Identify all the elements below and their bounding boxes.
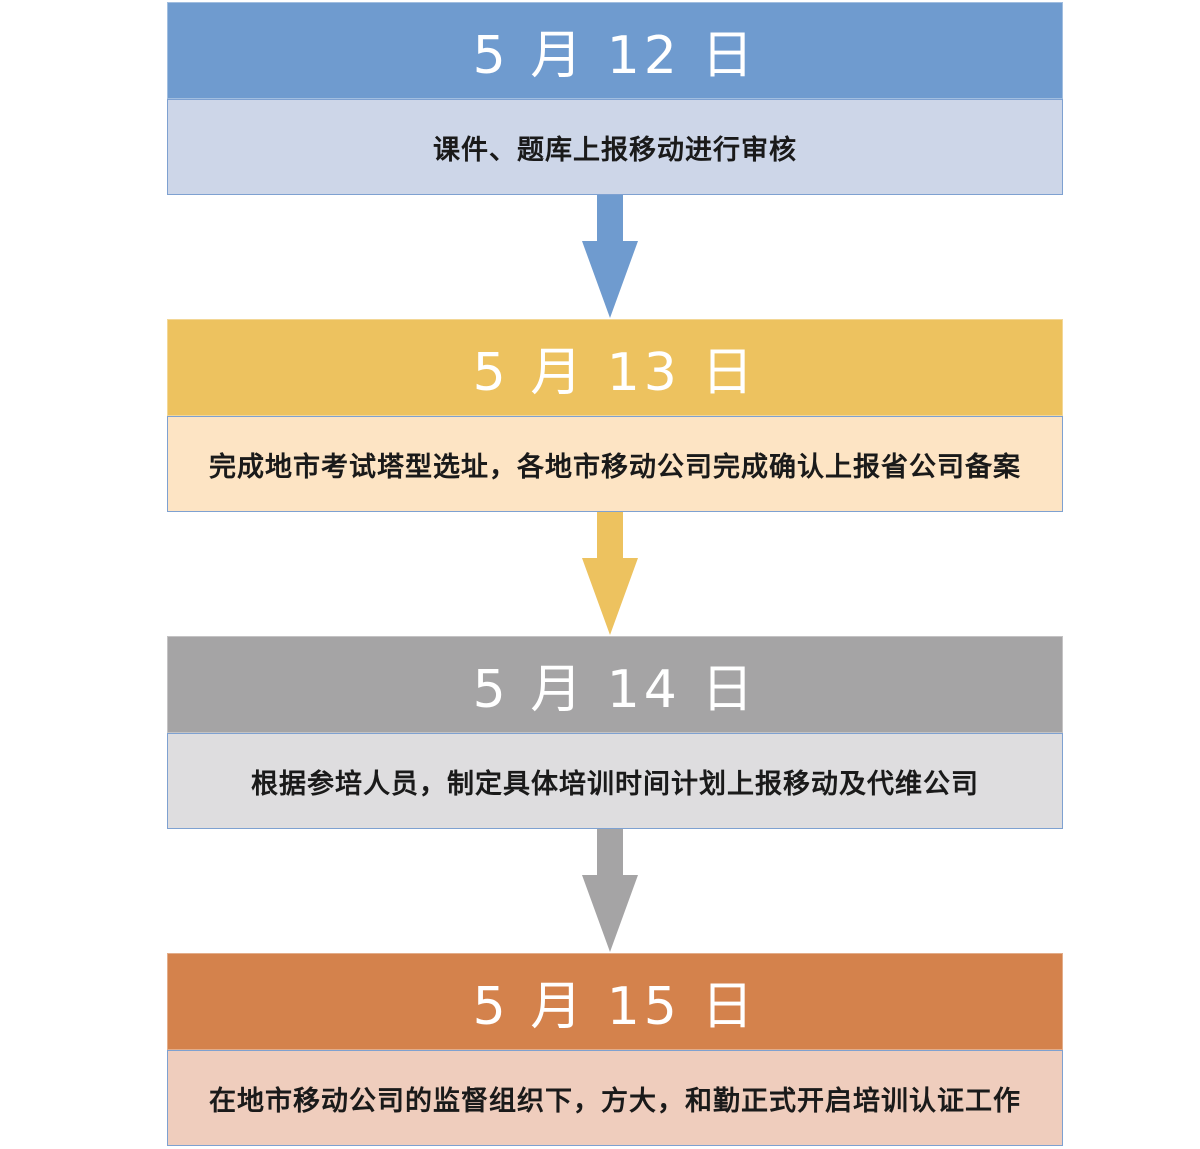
- step-description-box: 完成地市考试塔型选址，各地市移动公司完成确认上报省公司备案: [167, 416, 1063, 512]
- down-arrow-icon: [581, 512, 639, 636]
- step-date-header: 5 月 12 日: [167, 2, 1063, 99]
- step-date-header: 5 月 13 日: [167, 319, 1063, 416]
- timeline-step-may-15: 5 月 15 日 在地市移动公司的监督组织下，方大，和勤正式开启培训认证工作: [167, 953, 1063, 1146]
- step-description-text: 根据参培人员，制定具体培训时间计划上报移动及代维公司: [251, 768, 979, 800]
- step-date-label: 5 月 13 日: [472, 343, 758, 403]
- step-date-header: 5 月 14 日: [167, 636, 1063, 733]
- step-description-box: 根据参培人员，制定具体培训时间计划上报移动及代维公司: [167, 733, 1063, 829]
- down-arrow-icon: [581, 195, 639, 319]
- step-description-text: 在地市移动公司的监督组织下，方大，和勤正式开启培训认证工作: [209, 1085, 1021, 1117]
- step-date-header: 5 月 15 日: [167, 953, 1063, 1050]
- timeline-step-may-13: 5 月 13 日 完成地市考试塔型选址，各地市移动公司完成确认上报省公司备案: [167, 319, 1063, 512]
- step-date-label: 5 月 15 日: [472, 977, 758, 1037]
- timeline-step-may-12: 5 月 12 日 课件、题库上报移动进行审核: [167, 2, 1063, 195]
- step-description-box: 课件、题库上报移动进行审核: [167, 99, 1063, 195]
- timeline-step-may-14: 5 月 14 日 根据参培人员，制定具体培训时间计划上报移动及代维公司: [167, 636, 1063, 829]
- step-description-text: 课件、题库上报移动进行审核: [433, 134, 797, 166]
- step-date-label: 5 月 12 日: [472, 26, 758, 86]
- step-date-label: 5 月 14 日: [472, 660, 758, 720]
- down-arrow-icon: [581, 829, 639, 953]
- step-description-text: 完成地市考试塔型选址，各地市移动公司完成确认上报省公司备案: [209, 451, 1021, 483]
- step-description-box: 在地市移动公司的监督组织下，方大，和勤正式开启培训认证工作: [167, 1050, 1063, 1146]
